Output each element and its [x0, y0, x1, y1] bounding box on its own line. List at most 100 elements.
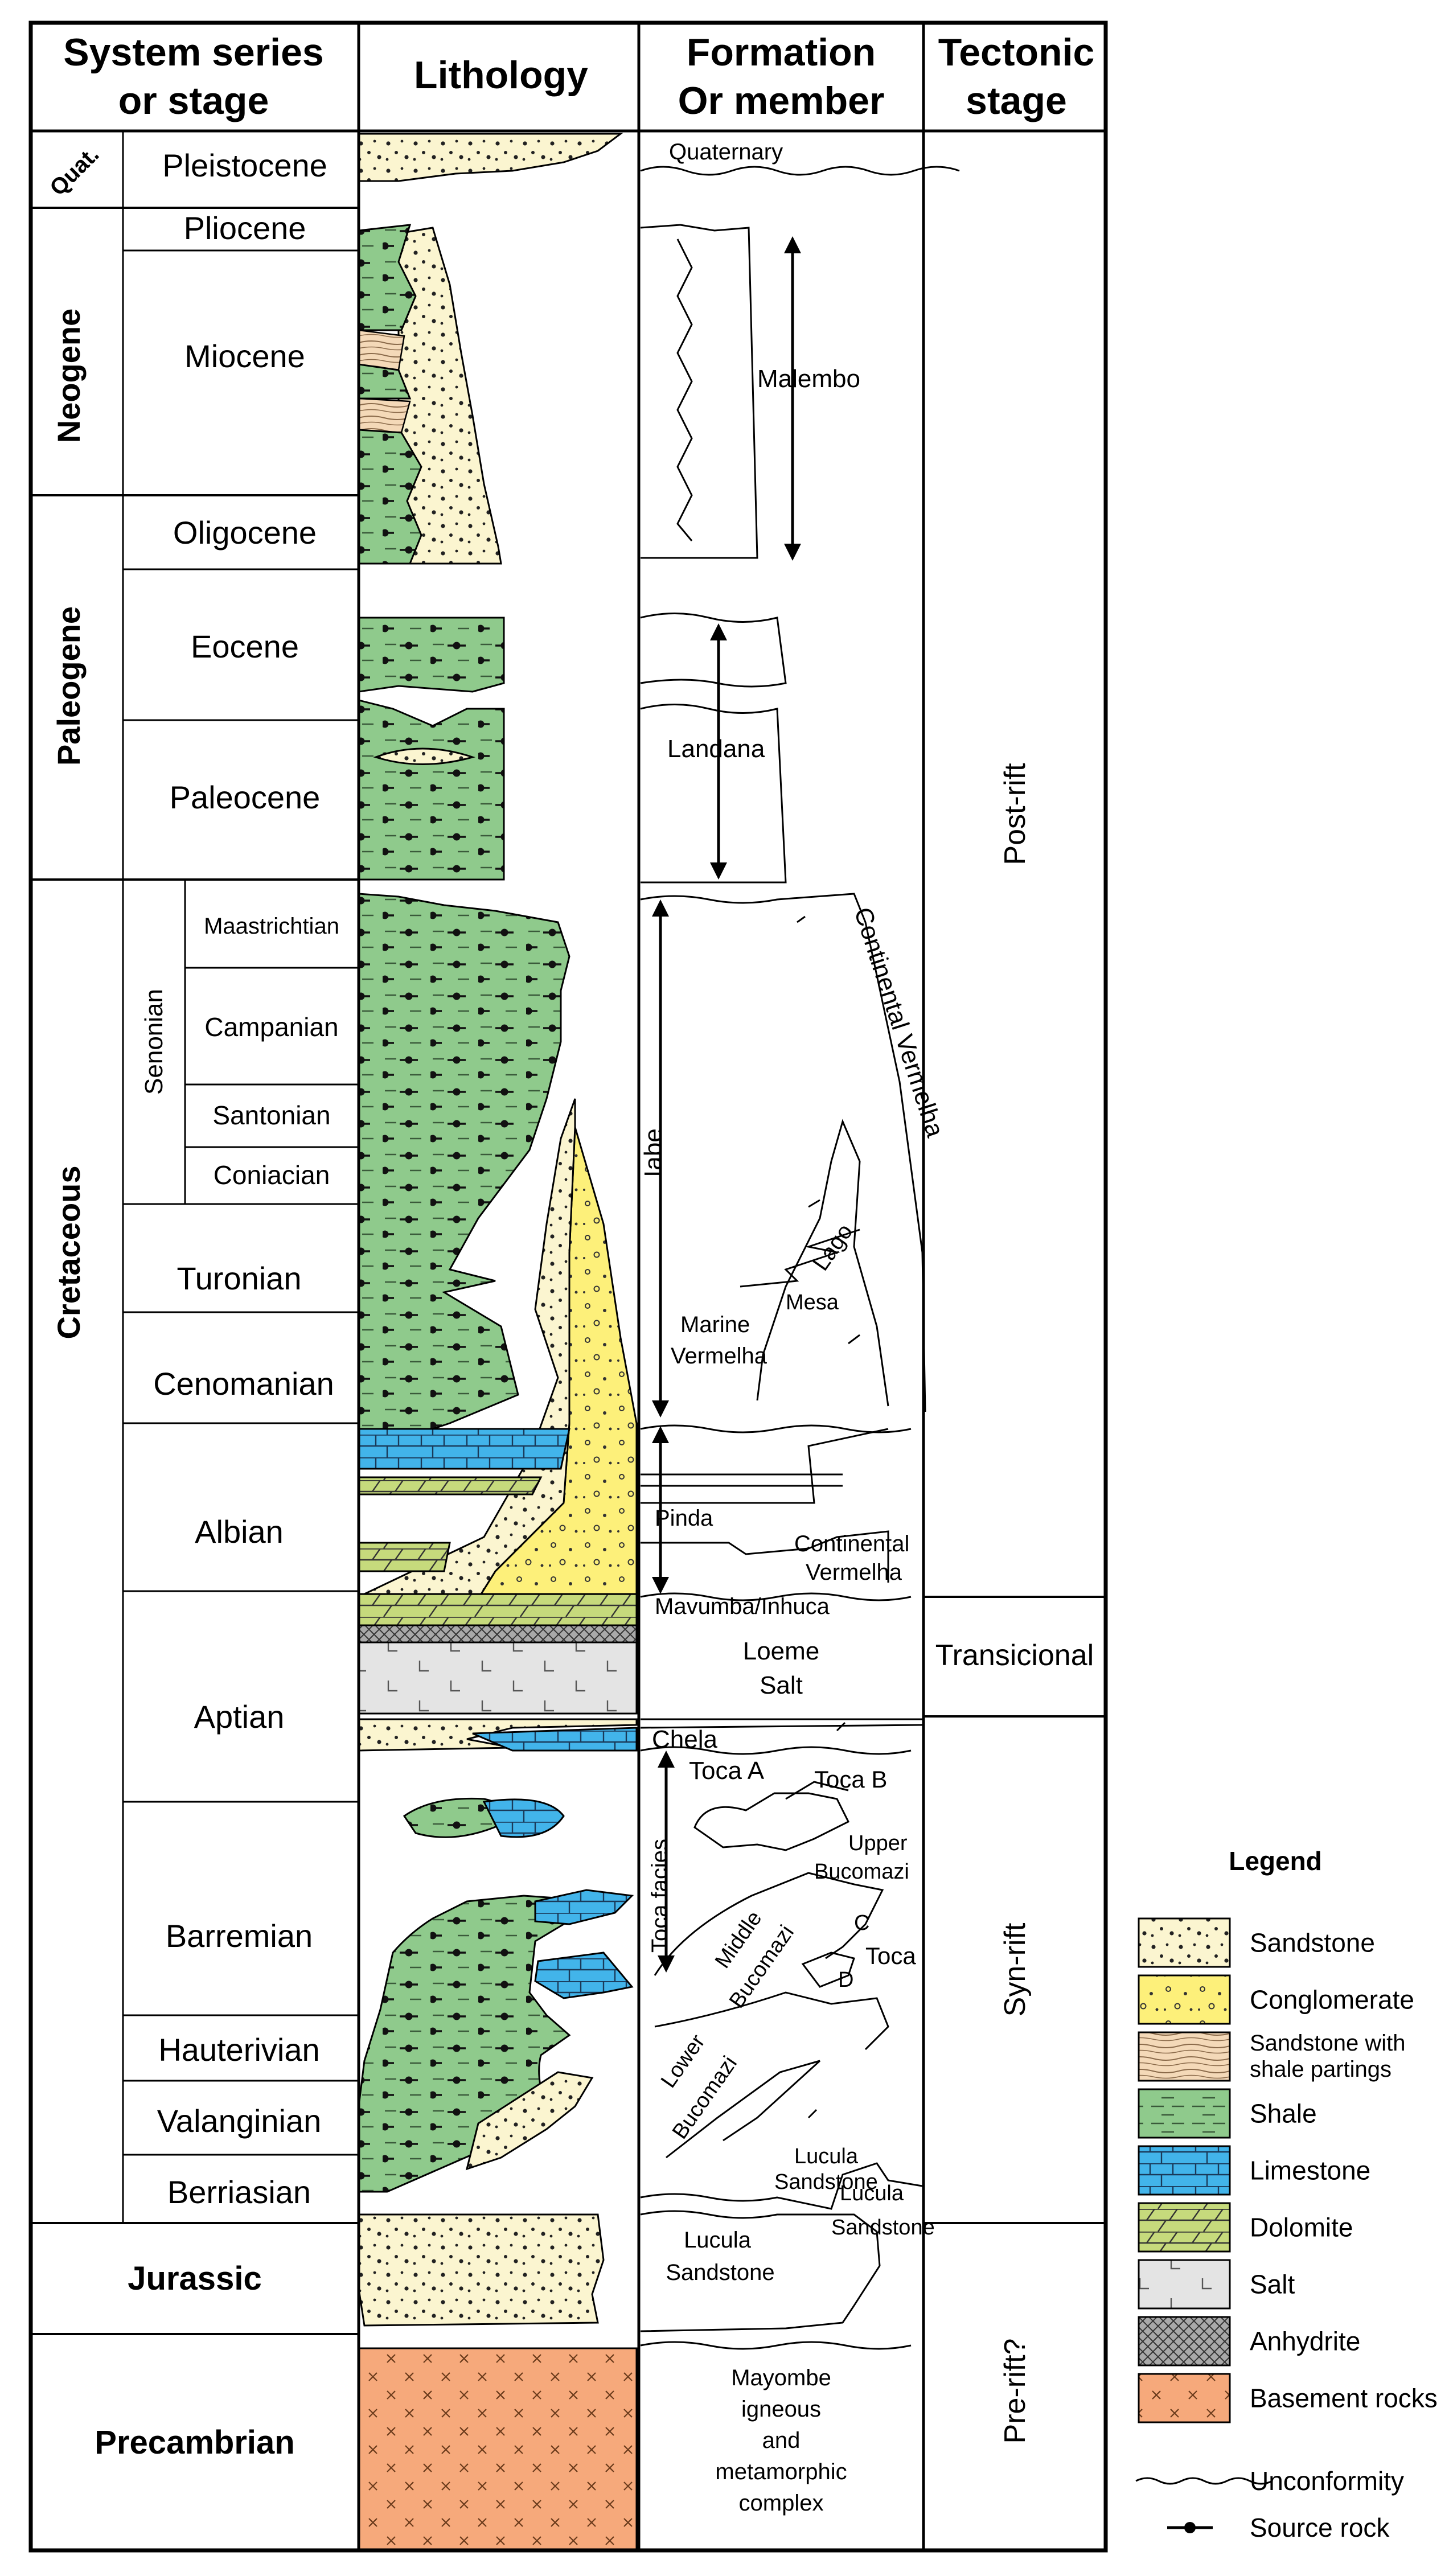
lith-cretaceous-shale — [358, 893, 570, 1430]
fm-salt: Salt — [760, 1671, 803, 1699]
header-row: System series or stage Lithology Formati… — [63, 31, 1094, 122]
legend-label-sandshale-2: shale partings — [1250, 2057, 1392, 2082]
header-system-line1: System series — [63, 31, 323, 74]
fm-mayombe-1: Mayombe — [731, 2365, 831, 2390]
legend-swatch-shale — [1138, 2088, 1231, 2139]
header-formation-line2: Or member — [678, 79, 885, 122]
fm-vermelha: Vermelha — [671, 1344, 767, 1369]
lith-barremian-limestone-lens-1 — [482, 1798, 565, 1838]
stage-hauterivian: Hauterivian — [158, 2032, 319, 2068]
legend-swatch-sandshale — [1138, 2031, 1231, 2082]
fm-lucula-3a: Lucula — [684, 2228, 752, 2253]
stage-labels: Pleistocene Pliocene Miocene Oligocene E… — [153, 147, 339, 2210]
fm-marine: Marine — [680, 1312, 750, 1337]
fm-mayombe-5: complex — [739, 2491, 824, 2516]
lith-precambrian-basement — [358, 2347, 638, 2552]
system-cretaceous: Cretaceous — [51, 1165, 87, 1339]
legend-source-rock-icon — [1184, 2522, 1196, 2533]
tectonic-post-rift: Post-rift — [999, 763, 1032, 865]
stage-barremian: Barremian — [166, 1918, 313, 1954]
lith-valanginian-sandstone — [465, 2071, 594, 2171]
stage-coniacian: Coniacian — [214, 1160, 330, 1190]
stage-aptian: Aptian — [194, 1699, 285, 1735]
header-formation-line1: Formation — [687, 31, 876, 74]
stage-maastrichtian: Maastrichtian — [204, 914, 339, 939]
legend-swatch-anhydrite — [1138, 2316, 1231, 2367]
fm-chela: Chela — [652, 1725, 717, 1753]
legend-swatch-conglomerate — [1138, 1974, 1231, 2025]
fm-c: C — [854, 1911, 869, 1935]
system-paleogene: Paleogene — [51, 606, 87, 766]
fm-lucula-1a: Lucula — [794, 2144, 859, 2168]
fm-vermelha-2: Vermelha — [806, 1560, 902, 1585]
legend-label-dolomite: Dolomite — [1250, 2213, 1353, 2242]
lith-miocene-sandshale — [358, 329, 405, 371]
tectonic-pre-rift: Pre-rift? — [999, 2339, 1032, 2444]
legend-label-basement: Basement rocks — [1250, 2384, 1438, 2413]
legend-swatch-dolomite — [1138, 2202, 1231, 2253]
fm-toca-a: Toca A — [689, 1757, 765, 1785]
stage-santonian: Santonian — [212, 1100, 330, 1130]
fm-mesa: Mesa — [786, 1291, 839, 1314]
header-lithology: Lithology — [414, 54, 588, 97]
stage-cenomanian: Cenomanian — [153, 1366, 334, 1402]
fm-pinda: Pinda — [655, 1506, 713, 1531]
legend-source-rock-label: Source rock — [1250, 2513, 1390, 2542]
chart-grid — [28, 20, 1108, 2553]
lith-albian-limestone — [358, 1428, 570, 1470]
tectonic-labels: Post-rift Transicional Syn-rift Pre-rift… — [935, 763, 1094, 2444]
legend-unconformity-label: Unconformity — [1250, 2466, 1404, 2496]
lith-chela-limestone — [472, 1727, 638, 1752]
tectonic-syn-rift: Syn-rift — [999, 1922, 1032, 2016]
stage-berriasian: Berriasian — [167, 2174, 311, 2210]
legend-swatch-basement — [1138, 2373, 1231, 2423]
lithology-column — [358, 133, 638, 2552]
legend-label-sandshale-1: Sandstone with — [1250, 2031, 1406, 2056]
lith-aptian-anhydrite — [358, 1624, 638, 1644]
fm-lucula-2b: Sandstone — [831, 2216, 935, 2240]
stage-campanian: Campanian — [204, 1012, 338, 1042]
fm-continental: Continental — [794, 1531, 909, 1556]
legend-label-conglomerate: Conglomerate — [1250, 1985, 1414, 2015]
legend-label-shale: Shale — [1250, 2099, 1317, 2129]
legend-swatch-sandstone — [1138, 1917, 1231, 1968]
legend-title: Legend — [1229, 1846, 1322, 1876]
header-tectonic-line2: stage — [966, 79, 1067, 122]
legend-unconformity-line — [1135, 2477, 1273, 2485]
system-precambrian: Precambrian — [95, 2424, 294, 2461]
fm-iabe: Iabe — [639, 1128, 667, 1177]
fm-toca-b: Toca B — [814, 1766, 887, 1793]
stage-albian: Albian — [195, 1514, 284, 1550]
fm-quaternary: Quaternary — [669, 139, 783, 165]
stage-valanginian: Valanginian — [157, 2103, 322, 2139]
lith-jurassic-sandstone — [358, 2213, 605, 2327]
legend-label-limestone: Limestone — [1250, 2156, 1370, 2185]
fm-lucula-2a: Lucula — [840, 2181, 904, 2205]
stage-eocene: Eocene — [191, 628, 299, 664]
stage-miocene: Miocene — [184, 338, 305, 374]
stage-pliocene: Pliocene — [184, 210, 306, 246]
fm-mayombe-2: igneous — [741, 2397, 821, 2422]
system-neogene: Neogene — [51, 309, 87, 443]
lith-albian-dolomite-3 — [358, 1593, 638, 1626]
legend-label-sandstone: Sandstone — [1250, 1928, 1375, 1958]
lith-paleocene-shale — [358, 699, 505, 881]
lith-barremian-limestone-lens-2 — [534, 1889, 634, 1925]
lith-albian-dolomite-1 — [358, 1476, 543, 1496]
lith-eocene-shale — [358, 617, 505, 693]
fm-landana: Landana — [667, 735, 765, 763]
stage-oligocene: Oligocene — [173, 515, 317, 550]
fm-toca-facies: Toca facies — [647, 1839, 672, 1953]
system-senonian: Senonian — [140, 989, 168, 1095]
fm-lucula-1b: Sandstone — [774, 2170, 878, 2194]
header-tectonic-line1: Tectonic — [938, 31, 1095, 74]
fm-mayombe-3: and — [762, 2428, 801, 2453]
formation-lines — [640, 166, 960, 2350]
stage-pleistocene: Pleistocene — [162, 147, 327, 183]
header-system-line2: or stage — [118, 79, 269, 122]
range-arrows — [652, 236, 801, 1973]
tectonic-transicional: Transicional — [935, 1639, 1094, 1672]
